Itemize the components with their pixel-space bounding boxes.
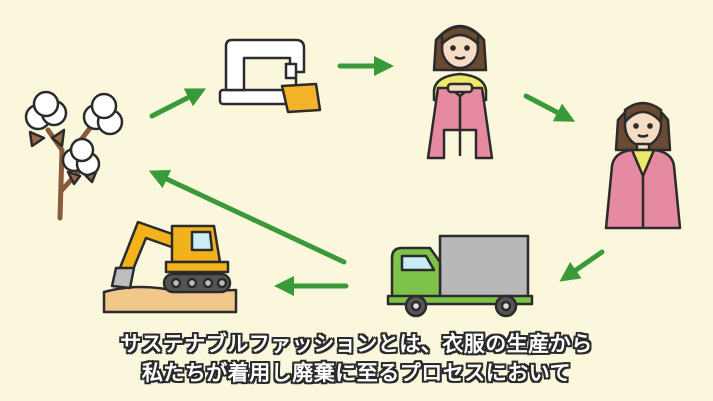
arrow-wearer-to-truck — [559, 249, 605, 282]
cotton-plant-icon — [24, 90, 124, 221]
arrow-cotton-to-sewing — [149, 88, 207, 119]
caption-line-1: サステナブルファッションとは、衣服の生産から — [120, 332, 593, 356]
arrow-woman-to-wearer — [523, 93, 576, 122]
arrow-truck-to-cotton — [148, 170, 347, 265]
flow-arrows — [148, 56, 605, 296]
woman-wearing-cardigan-icon — [604, 101, 682, 230]
caption-line-2: 私たちが着用し廃棄に至るプロセスにおいて — [141, 361, 572, 385]
truck-icon — [386, 234, 534, 318]
sewing-machine-icon — [218, 38, 322, 114]
excavator-landfill-icon — [102, 220, 238, 314]
woman-holding-cardigan-icon — [426, 24, 494, 160]
